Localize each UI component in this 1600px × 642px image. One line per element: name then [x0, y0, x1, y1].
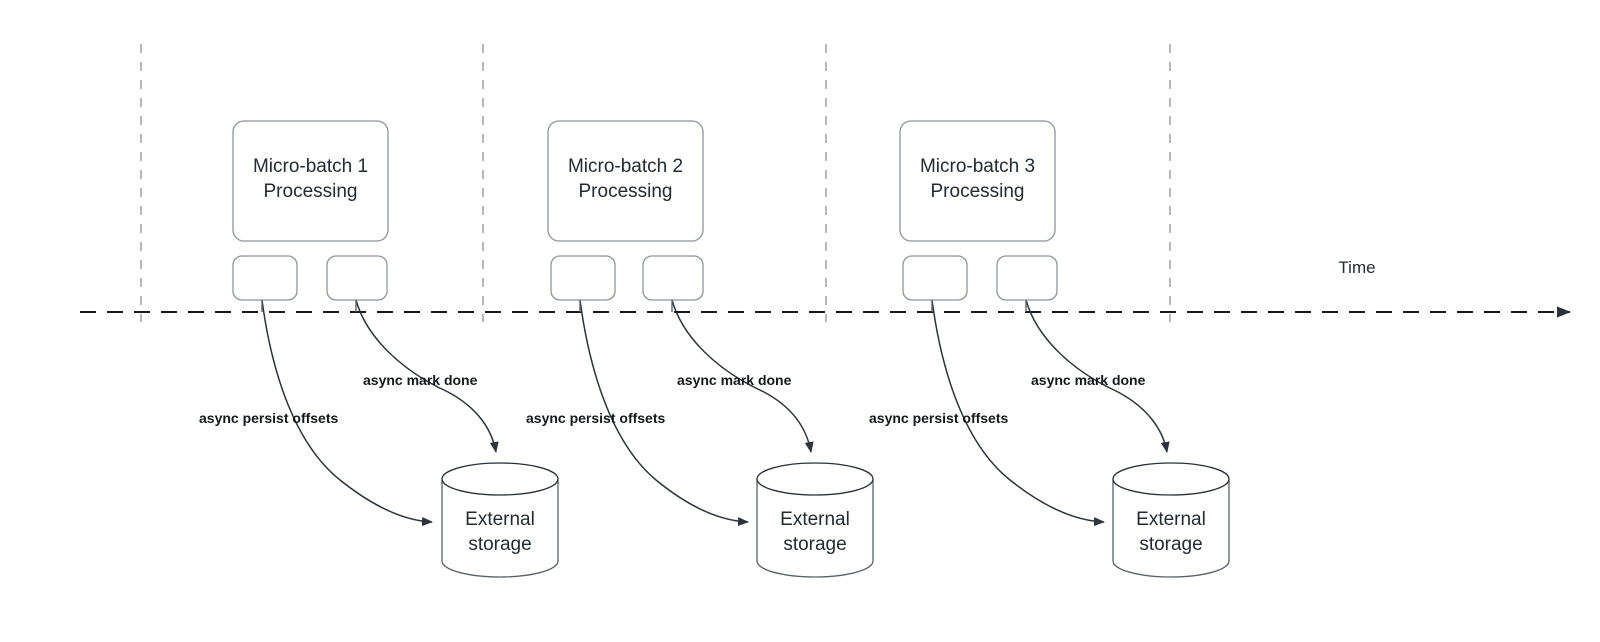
edge-persist-offsets-2	[579, 299, 749, 527]
edge-mark-done-2	[671, 299, 814, 453]
time-axis-label: Time	[1338, 258, 1375, 277]
external-storage-label-line2: storage	[783, 534, 846, 555]
task-box-3a[interactable]	[902, 255, 968, 301]
external-storage-cylinder-body[interactable]	[756, 478, 874, 578]
edge-persist-offsets-1	[261, 299, 433, 527]
external-storage-cylinder-top	[441, 462, 559, 496]
task-box-2b[interactable]	[642, 255, 704, 301]
task-box-1a[interactable]	[232, 255, 298, 301]
micro-batch-label-line1: Micro-batch 3	[920, 156, 1035, 177]
edge-mark-done-3-label: async mark done	[1031, 372, 1146, 388]
external-storage-label-line2: storage	[1139, 534, 1202, 555]
external-storage-label-line1: External	[465, 509, 535, 530]
micro-batch-box[interactable]	[899, 120, 1056, 242]
external-storage-label-line1: External	[1136, 509, 1206, 530]
external-storage-label-line2: storage	[468, 534, 531, 555]
external-storage-cylinder-body[interactable]	[441, 478, 559, 578]
edge-mark-done-1-label: async mark done	[363, 372, 478, 388]
micro-batch-label-line2: Processing	[264, 181, 358, 202]
micro-batch-label-line2: Processing	[579, 181, 673, 202]
edge-persist-offsets-1-label: async persist offsets	[199, 410, 338, 426]
micro-batch-label-line2: Processing	[931, 181, 1025, 202]
micro-batch-label-line1: Micro-batch 1	[253, 156, 368, 177]
edge-persist-offsets-3-label: async persist offsets	[869, 410, 1008, 426]
timeline-group: Time	[80, 258, 1571, 318]
edge-mark-done-3	[1025, 299, 1170, 453]
external-storage-cylinder-body[interactable]	[1112, 478, 1230, 578]
edge-mark-done-1	[355, 299, 499, 453]
micro-batch-box[interactable]	[232, 120, 389, 242]
edge-persist-offsets-3	[931, 299, 1105, 527]
edge-mark-done-2-label: async mark done	[677, 372, 792, 388]
external-storage-cylinder-top	[1112, 462, 1230, 496]
task-box-1b[interactable]	[326, 255, 388, 301]
external-storage-cylinder-top	[756, 462, 874, 496]
micro-batch-box[interactable]	[547, 120, 704, 242]
external-storage-label-line1: External	[780, 509, 850, 530]
task-box-2a[interactable]	[550, 255, 616, 301]
task-box-3b[interactable]	[996, 255, 1058, 301]
micro-batch-label-line1: Micro-batch 2	[568, 156, 683, 177]
edge-persist-offsets-2-label: async persist offsets	[526, 410, 665, 426]
